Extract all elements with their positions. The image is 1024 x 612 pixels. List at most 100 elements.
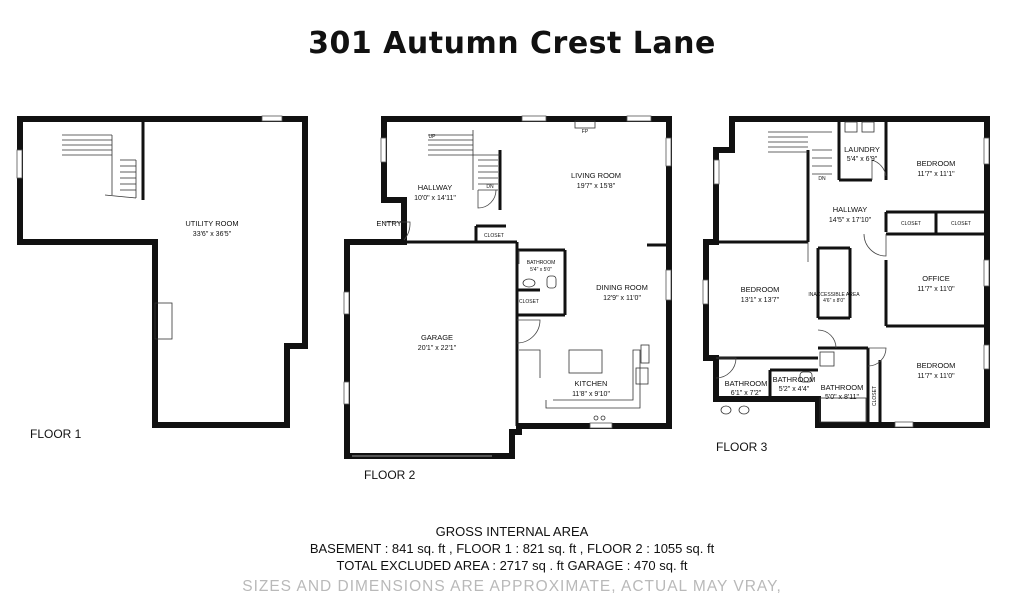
washer-fixture bbox=[844, 121, 858, 133]
room-name: CLOSET bbox=[519, 299, 539, 305]
fireplace bbox=[574, 120, 596, 129]
floor-1-plan: UTILITY ROOM 33'6" x 36'5" bbox=[16, 115, 308, 428]
room-dimensions: 5'4" x 5'0" bbox=[530, 267, 552, 273]
floor-2-window bbox=[665, 269, 672, 301]
room-dimensions: 6'1" x 7'2" bbox=[731, 390, 762, 397]
door bbox=[516, 319, 541, 344]
room-name: BATHROOM bbox=[773, 375, 816, 384]
room-name: BEDROOM bbox=[741, 285, 780, 294]
toilet-fixture bbox=[799, 371, 813, 383]
room-dimensions: 11'8" x 9'10" bbox=[572, 391, 610, 398]
stairs-down-label: DN bbox=[818, 176, 826, 182]
room-name: BEDROOM bbox=[917, 159, 956, 168]
kitchen-appliance bbox=[640, 344, 650, 364]
room-dimensions: 19'7" x 15'8" bbox=[577, 183, 616, 190]
room-dimensions: 10'0" x 14'11" bbox=[414, 195, 456, 202]
room-name: ENTRY bbox=[376, 219, 401, 228]
room-name: BATHROOM bbox=[821, 383, 864, 392]
floor-1-outer-wall bbox=[17, 116, 308, 428]
floor-1-label: FLOOR 1 bbox=[30, 427, 82, 441]
disclaimer: SIZES AND DIMENSIONS ARE APPROXIMATE, AC… bbox=[242, 578, 782, 595]
floor-1-window bbox=[261, 115, 283, 122]
floor-1-utility-fixture bbox=[154, 302, 173, 340]
room-name: HALLWAY bbox=[418, 183, 452, 192]
door bbox=[867, 347, 887, 367]
floor-3-window bbox=[983, 259, 990, 287]
room-dimensions: 5'0" x 8'11" bbox=[825, 394, 859, 401]
floor-2-window bbox=[521, 115, 547, 122]
floor-2-window bbox=[380, 137, 387, 163]
bathtub-fixture bbox=[819, 397, 867, 423]
dryer-fixture bbox=[861, 121, 875, 133]
kitchen-counter bbox=[519, 349, 541, 378]
room-name: BATHROOM bbox=[725, 379, 768, 388]
floor-3-window bbox=[983, 137, 990, 165]
room-name: CLOSET bbox=[872, 386, 878, 406]
sink-fixture bbox=[819, 351, 835, 367]
door bbox=[817, 329, 837, 349]
stove-burner bbox=[600, 415, 606, 421]
floor-3-window bbox=[894, 421, 914, 428]
sink-fixture bbox=[738, 405, 750, 415]
fireplace-label: FP bbox=[582, 129, 589, 135]
room-name: CLOSET bbox=[484, 233, 504, 239]
kitchen-sink bbox=[635, 367, 649, 385]
kitchen-counter bbox=[545, 349, 641, 409]
room-name: BATHROOM bbox=[527, 260, 556, 266]
room-name: CLOSET bbox=[951, 221, 971, 227]
door bbox=[863, 233, 887, 257]
room-dimensions: 13'1" x 13'7" bbox=[741, 297, 780, 304]
sink-fixture bbox=[522, 278, 536, 288]
floor-3-window bbox=[713, 159, 720, 185]
floor-2-window bbox=[626, 115, 652, 122]
door bbox=[715, 357, 737, 379]
room-name: INACCESSIBLE AREA bbox=[808, 292, 860, 298]
toilet-fixture bbox=[546, 275, 557, 289]
room-name: UTILITY ROOM bbox=[185, 219, 238, 228]
page-title: 301 Autumn Crest Lane bbox=[308, 26, 716, 61]
floor-2-window bbox=[589, 422, 613, 429]
room-dimensions: 5'4" x 6'9" bbox=[847, 156, 878, 163]
room-name: LAUNDRY bbox=[844, 145, 880, 154]
floor-3-stairs bbox=[768, 131, 832, 175]
room-dimensions: 11'7" x 11'0" bbox=[917, 286, 955, 293]
floor-3-window bbox=[983, 344, 990, 370]
door bbox=[477, 189, 497, 209]
room-dimensions: 20'1" x 22'1" bbox=[418, 345, 457, 352]
sink-fixture bbox=[720, 405, 732, 415]
area-summary-line-2: TOTAL EXCLUDED AREA : 2717 sq . ft GARAG… bbox=[336, 558, 688, 573]
area-summary-line-1: BASEMENT : 841 sq. ft , FLOOR 1 : 821 sq… bbox=[309, 541, 715, 556]
room-dimensions: 12'9" x 11'0" bbox=[603, 295, 641, 302]
room-name: CLOSET bbox=[901, 221, 921, 227]
room-name: LIVING ROOM bbox=[571, 171, 621, 180]
stove-burner bbox=[593, 415, 599, 421]
floor-1-stairs bbox=[62, 134, 137, 199]
stairs-up-label: UP bbox=[429, 134, 437, 140]
room-name: HALLWAY bbox=[833, 205, 867, 214]
floor-3-plan: DN LAUNDRY 5'4" x 6'9" BEDROOM 11'7" x 1… bbox=[702, 116, 990, 428]
room-dimensions: 11'7" x 11'0" bbox=[917, 373, 955, 380]
floor-3-label: FLOOR 3 bbox=[716, 440, 768, 454]
room-name: BEDROOM bbox=[917, 361, 956, 370]
floor-2-outer-wall bbox=[344, 116, 672, 459]
area-heading: GROSS INTERNAL AREA bbox=[435, 524, 589, 539]
room-dimensions: 11'7" x 11'1" bbox=[917, 171, 955, 178]
room-name: DINING ROOM bbox=[596, 283, 648, 292]
floor-2-window bbox=[665, 137, 672, 167]
floor-2-stairs bbox=[428, 130, 500, 191]
floor-2-window bbox=[343, 291, 350, 315]
room-dimensions: 4'6" x 8'0" bbox=[823, 298, 845, 304]
room-name: KITCHEN bbox=[575, 379, 608, 388]
room-dimensions: 33'6" x 36'5" bbox=[193, 231, 232, 238]
room-name: GARAGE bbox=[421, 333, 453, 342]
room-dimensions: 14'5" x 17'10" bbox=[829, 217, 872, 224]
door bbox=[871, 159, 887, 180]
kitchen-island bbox=[568, 349, 603, 374]
floor-3-window bbox=[702, 279, 709, 305]
entry-door bbox=[384, 221, 411, 241]
stairs-down-label: DN bbox=[486, 184, 494, 190]
floor-1-window bbox=[16, 149, 23, 179]
floor-2-label: FLOOR 2 bbox=[364, 468, 416, 482]
floor-2-window bbox=[343, 381, 350, 405]
